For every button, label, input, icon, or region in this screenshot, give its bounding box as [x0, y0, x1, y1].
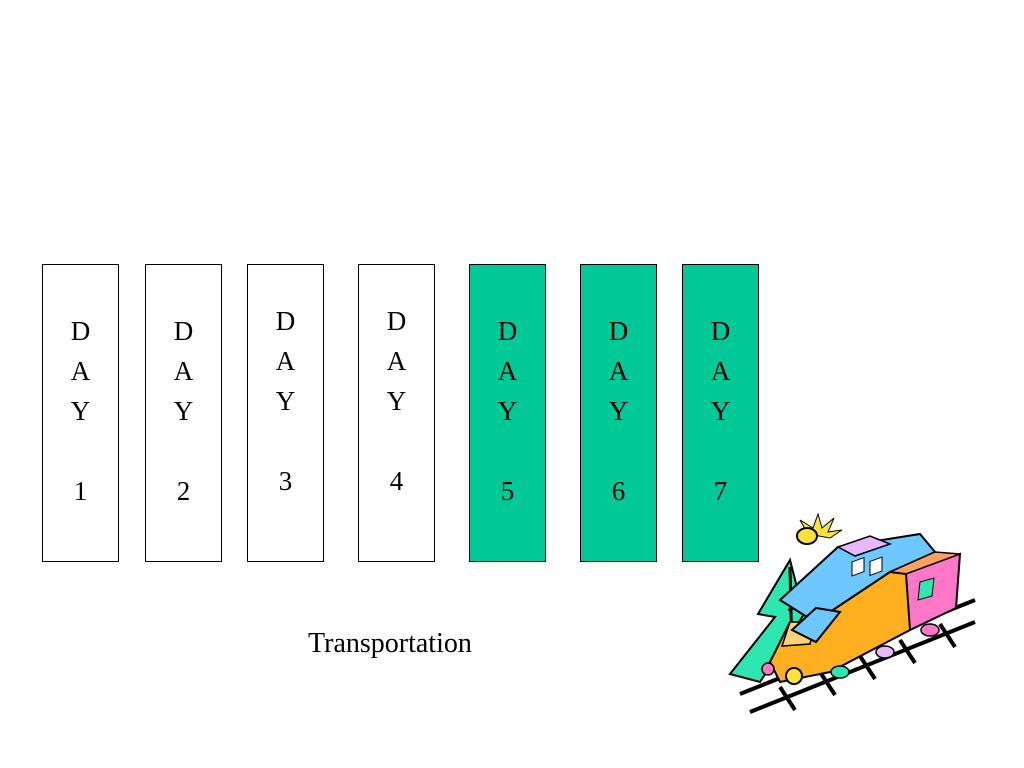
day-card-3-letter-a: A [275, 346, 296, 376]
day-card-2-letter-d: D [173, 316, 194, 346]
day-card-4-letter-y: Y [386, 386, 407, 416]
day-card-2-letter-a: A [173, 356, 194, 386]
sun-icon [796, 512, 843, 545]
day-card-2-number: 2 [176, 476, 191, 506]
day-card-3: D A Y 3 [247, 264, 324, 562]
day-card-5-gap [470, 431, 545, 471]
day-card-5-number: 5 [500, 476, 515, 506]
day-card-3-letter-y: Y [275, 386, 296, 416]
train-wheels [830, 623, 940, 679]
day-card-7-number: 7 [713, 476, 728, 506]
day-card-6-text: D A Y 6 [581, 311, 656, 511]
day-card-7-letter-d: D [710, 316, 731, 346]
day-card-7-letter-a: A [710, 356, 731, 386]
day-card-6-letter-a: A [608, 356, 629, 386]
day-card-1: D A Y 1 [42, 264, 119, 562]
day-card-6-number: 6 [611, 476, 626, 506]
day-card-6-letter-d: D [608, 316, 629, 346]
train-clipart-icon [728, 512, 976, 714]
day-card-6: D A Y 6 [580, 264, 657, 562]
day-card-4-letter-d: D [386, 306, 407, 336]
day-card-4: D A Y 4 [358, 264, 435, 562]
day-card-7-gap [683, 431, 758, 471]
day-card-5-text: D A Y 5 [470, 311, 545, 511]
day-card-5: D A Y 5 [469, 264, 546, 562]
day-card-4-letter-a: A [386, 346, 407, 376]
day-card-1-letter-d: D [70, 316, 91, 346]
day-card-2-letter-y: Y [173, 396, 194, 426]
day-card-1-letter-a: A [70, 356, 91, 386]
day-card-4-gap [359, 421, 434, 461]
day-card-1-letter-y: Y [70, 396, 91, 426]
day-card-1-text: D A Y 1 [43, 311, 118, 511]
day-card-7-letter-y: Y [710, 396, 731, 426]
day-card-3-text: D A Y 3 [248, 301, 323, 501]
day-card-2-gap [146, 431, 221, 471]
day-card-5-letter-y: Y [497, 396, 518, 426]
day-card-3-letter-d: D [275, 306, 296, 336]
day-card-2-text: D A Y 2 [146, 311, 221, 511]
day-card-3-gap [248, 421, 323, 461]
caption-transportation: Transportation [308, 628, 472, 659]
train-windshield [790, 606, 842, 644]
day-card-3-number: 3 [278, 466, 293, 496]
day-card-1-gap [43, 431, 118, 471]
day-card-7: D A Y 7 [682, 264, 759, 562]
day-card-6-gap [581, 431, 656, 471]
day-card-1-number: 1 [73, 476, 88, 506]
day-card-5-letter-a: A [497, 356, 518, 386]
day-card-2: D A Y 2 [145, 264, 222, 562]
day-card-5-letter-d: D [497, 316, 518, 346]
day-card-6-letter-y: Y [608, 396, 629, 426]
day-card-4-number: 4 [389, 466, 404, 496]
day-card-7-text: D A Y 7 [683, 311, 758, 511]
day-card-4-text: D A Y 4 [359, 301, 434, 501]
